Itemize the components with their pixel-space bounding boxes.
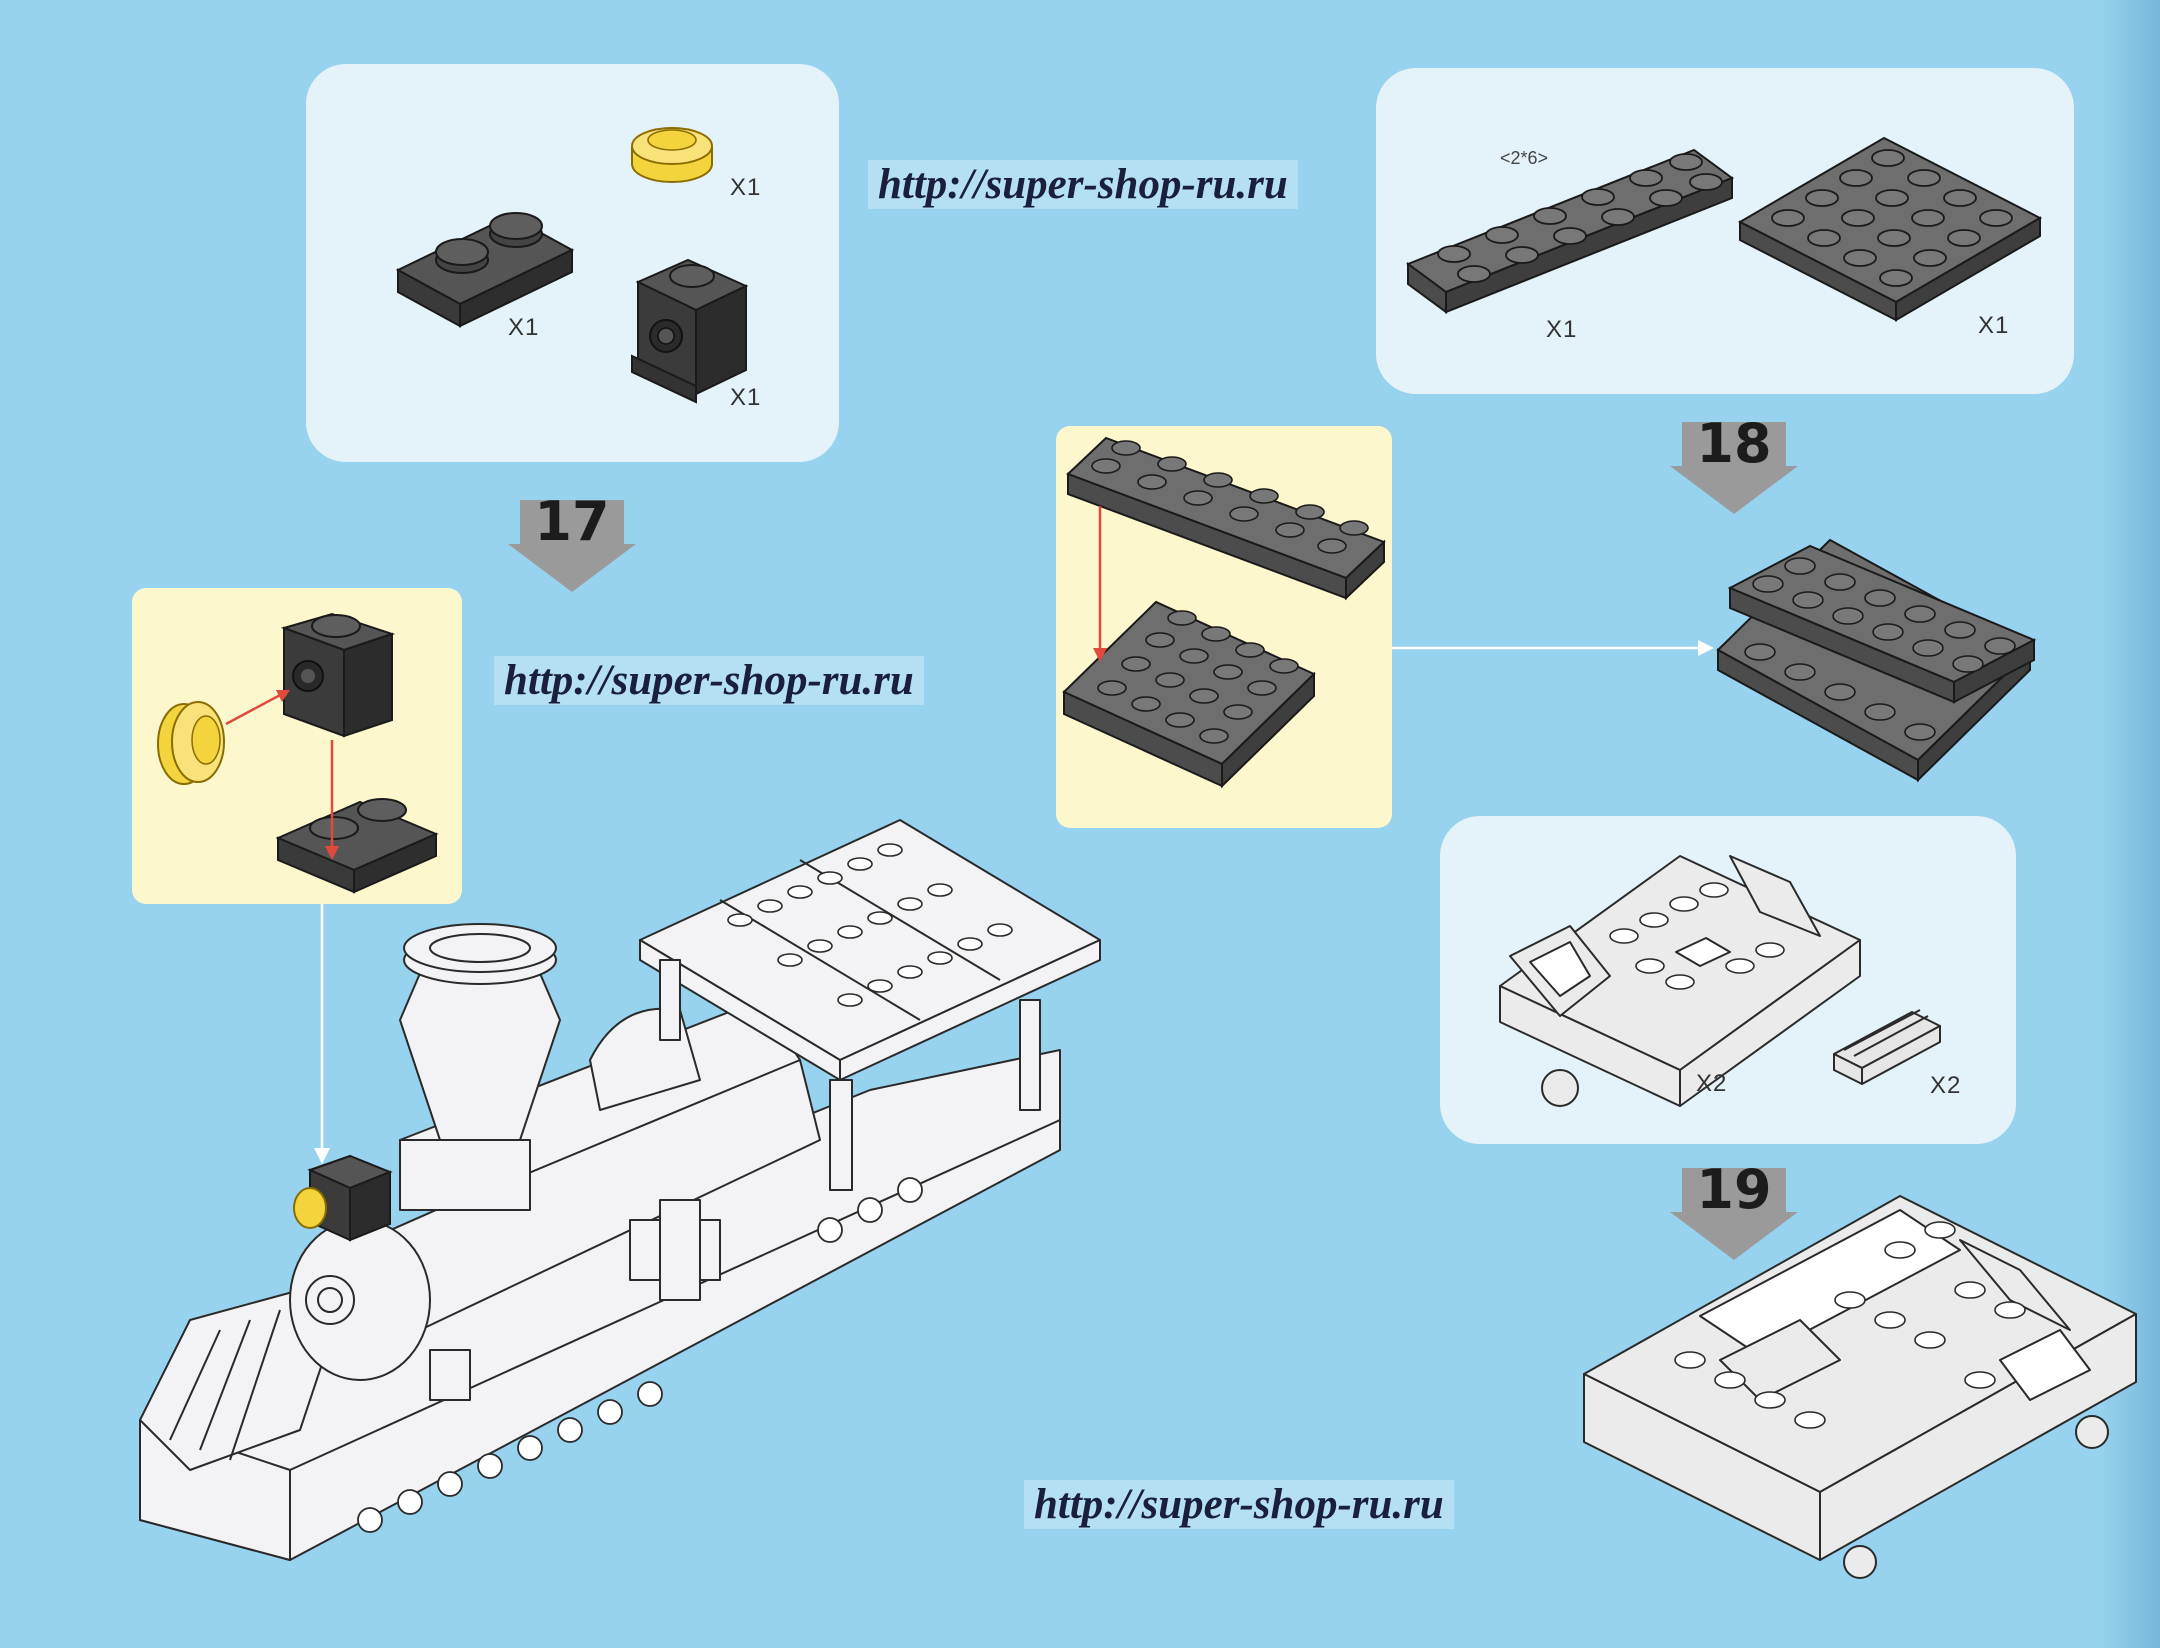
step18-subassembly-panel [1056, 426, 1392, 828]
qty-plate-2x6: X1 [1546, 316, 1578, 343]
step18-down-arrow-icon [1670, 422, 1798, 514]
step17-down-arrow-icon [508, 500, 636, 592]
step17-subassembly-drawing [157, 612, 439, 894]
watermark-bottom: http://super-shop-ru.ru [1024, 1480, 1454, 1529]
watermark-top: http://super-shop-ru.ru [868, 160, 1298, 209]
step18-number: 18 [1696, 412, 1772, 475]
step17-subassembly-panel [132, 588, 462, 904]
grille-tile-icon [1833, 1009, 1941, 1085]
plate-2x6-icon [1405, 148, 1735, 314]
headlight-brick-icon [631, 258, 749, 404]
wheel-base-icon [1499, 855, 1861, 1107]
qty-wheel-base: X2 [1696, 1070, 1728, 1097]
step19-indicator: 19 [1664, 1156, 1804, 1266]
step18-parts-drawing [1405, 136, 2043, 322]
plate-dimension-label: <2*6> [1500, 148, 1549, 168]
step17-indicator: 17 [502, 488, 642, 598]
step17-parts-panel: X1 X1 X1 [306, 64, 839, 462]
plate-1x2-icon [395, 212, 575, 328]
step19-parts-panel: X2 X2 [1440, 816, 2016, 1144]
plate-4x4-icon [1737, 136, 2043, 322]
page-binding-shadow [2100, 0, 2160, 1648]
qty-grille-tile: X2 [1930, 1072, 1962, 1099]
step19-number: 19 [1696, 1158, 1772, 1221]
qty-headlight-brick: X1 [730, 384, 762, 411]
step18-subassembly-drawing [1062, 436, 1386, 789]
watermark-middle: http://super-shop-ru.ru [494, 656, 924, 705]
trans-round-part-icon [157, 701, 225, 785]
qty-transparent-round: X1 [730, 174, 762, 201]
transparent-round-plate-icon [631, 127, 713, 183]
qty-plate-1x2: X1 [508, 314, 540, 341]
step19-parts-drawing [1499, 855, 1941, 1107]
step17-number: 17 [534, 490, 610, 553]
step18-indicator: 18 [1664, 410, 1804, 520]
qty-plate-4x4: X1 [1978, 312, 2010, 339]
step18-parts-panel: <2*6> [1376, 68, 2074, 394]
